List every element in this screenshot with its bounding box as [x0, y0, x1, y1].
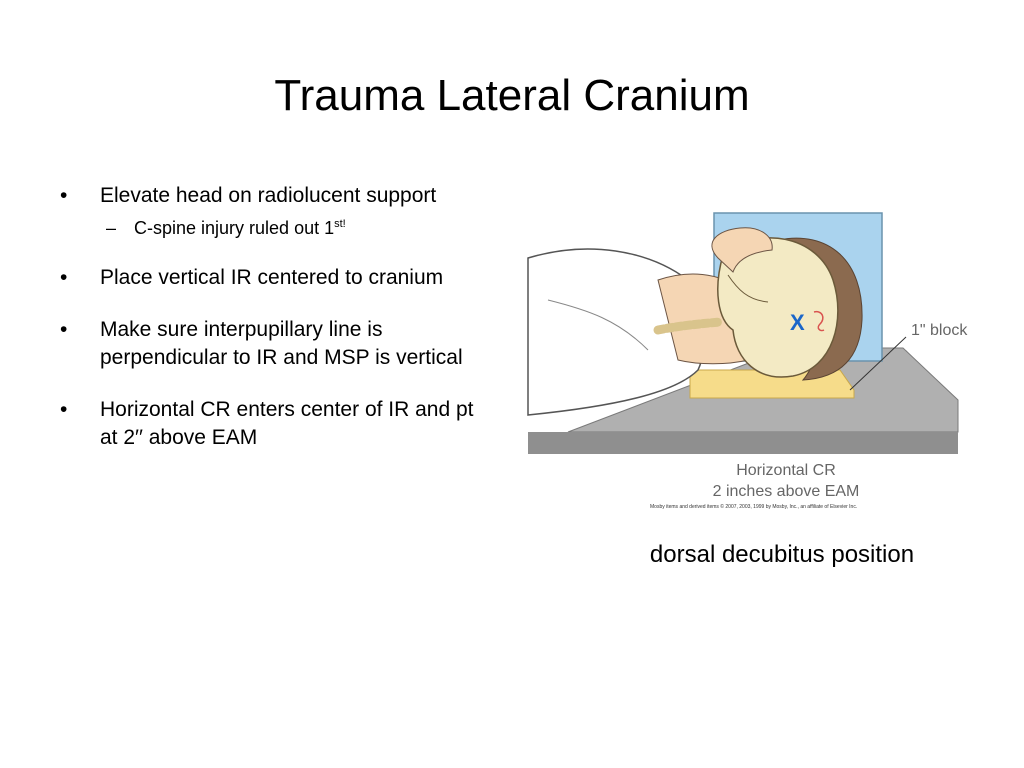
- positioning-illustration: X 1" block Horizontal CR 2 inches above …: [527, 212, 968, 510]
- bullet-text: Make sure interpupillary line is perpend…: [100, 318, 463, 369]
- gown-fold: [547, 299, 649, 351]
- cr-label-line1: Horizontal CR: [736, 462, 836, 479]
- sub-bullet-list: C-spine injury ruled out 1st!: [100, 216, 495, 240]
- bullet-text: Horizontal CR enters center of IR and pt…: [100, 398, 474, 449]
- sub-bullet-item: C-spine injury ruled out 1st!: [90, 216, 495, 240]
- cr-label-line2: 2 inches above EAM: [713, 483, 860, 500]
- superscript: st!: [334, 218, 346, 230]
- bullet-text: Elevate head on radiolucent support: [100, 184, 437, 207]
- bullet-text: Place vertical IR centered to cranium: [100, 266, 444, 289]
- bullet-item: Place vertical IR centered to cranium: [55, 264, 495, 292]
- skull: [717, 237, 839, 378]
- bullet-list: Elevate head on radiolucent support C-sp…: [55, 182, 495, 476]
- slide-title: Trauma Lateral Cranium: [274, 71, 750, 120]
- block-label: 1" block: [911, 322, 968, 339]
- bullet-item: Make sure interpupillary line is perpend…: [55, 316, 495, 372]
- ear-icon: [813, 310, 825, 332]
- jaw: [727, 274, 769, 303]
- figure-caption: dorsal decubitus position: [649, 541, 915, 568]
- bullet-item: Elevate head on radiolucent support C-sp…: [55, 182, 495, 240]
- face-profile: [711, 227, 773, 273]
- block-leader-line: [849, 336, 907, 391]
- marker-x: X: [790, 310, 805, 335]
- table-edge: [528, 432, 958, 454]
- figure-credit: Mosby items and derived items © 2007, 20…: [650, 503, 857, 510]
- cervical-spine: [653, 317, 725, 335]
- bullet-item: Horizontal CR enters center of IR and pt…: [55, 396, 495, 452]
- sub-bullet-text: C-spine injury ruled out 1: [134, 218, 335, 238]
